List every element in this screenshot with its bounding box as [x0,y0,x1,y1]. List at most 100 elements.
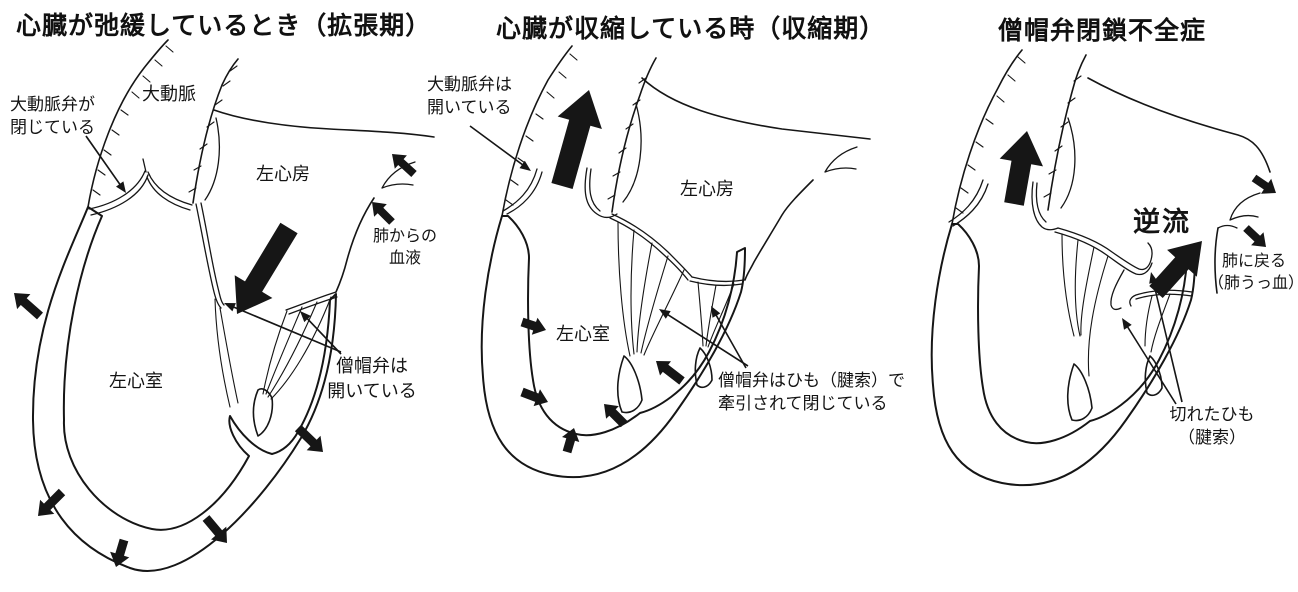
chordae-tendineae [618,222,684,356]
label-back-to-lungs: 肺に戻る （肺うっ血） [1208,253,1298,293]
atrium-right-boundary [745,180,813,280]
pointer-arrow [469,125,531,171]
pointer-arrow [85,135,126,193]
aorta [88,40,238,207]
prolapsed-anterior-leaflet [1055,228,1152,275]
ventricle-wall-shape [482,216,745,477]
mitral-valve-open [196,203,337,407]
aortic-valve-closed [89,159,192,215]
chordae-tendineae [1145,294,1170,352]
anterior-leaflet [610,214,692,280]
ejection-arrow [551,90,602,189]
expansion-arrow [294,424,323,452]
pulmonary-vein-curves [1230,193,1260,220]
label-aortic-valve-open: 大動脈弁は 開いている [427,75,512,118]
mitral-valve-closed [610,214,744,356]
label-left-atrium: 左心房 [680,179,734,199]
label-left-ventricle: 左心室 [556,324,610,344]
atrial-appendage-curve [623,104,641,202]
label-aortic-valve-closed: 大動脈弁が 閉じている [10,95,95,138]
from-lung-arrow [372,202,395,225]
ejection-arrow [999,131,1043,206]
contraction-arrow [520,317,546,335]
atrium-right-boundary [1215,228,1218,293]
pointer-arrow [1122,318,1177,405]
regurgitation-arrow [1149,241,1202,298]
blood-flow-arrows [520,90,685,454]
aorta-walls [88,40,238,207]
aorta-walls [952,50,1086,224]
ventricle-muscle-wall [482,216,745,477]
atrium-right-boundary [336,198,374,292]
panel-title-diastole: 心臓が弛緩しているとき（拡張期） [16,12,432,40]
left-atrium-outline [1088,78,1270,293]
atrial-appendage-curve [1061,118,1075,208]
anterior-leaflet [196,203,224,308]
aortic-valve-right-flap [585,168,617,217]
to-lung-arrow [1243,225,1266,247]
label-mitral-valve-closed: 僧帽弁はひも（腱索）で 牽引されて閉じている [718,371,905,414]
chordae-tendineae [1062,234,1108,376]
expansion-arrow [38,488,66,516]
contraction-arrow [520,387,548,407]
pointer-arrow [659,309,749,367]
aortic-valve-left-flap [503,169,542,214]
atrial-appendage-curve [205,118,219,200]
aorta-hatching [506,54,646,205]
aorta-hatching [956,57,1081,213]
posterior-leaflet [690,277,744,285]
pointer-arrow [224,303,342,353]
aortic-valve-open [503,168,617,217]
pointer-arrow [711,306,747,369]
aortic-valve-left-flap [949,180,988,226]
expansion-arrow [202,515,227,543]
aortic-valve-cusps [89,159,192,215]
atrium-roof-line [642,78,870,139]
papillary-muscle [1145,356,1162,395]
label-mitral-valve-open: 僧帽弁は 開いている [327,356,417,401]
aorta-hatching [93,46,237,195]
contraction-arrow [604,404,628,428]
aortic-valve-open [949,180,1058,230]
panel-title-mitral-insufficiency: 僧帽弁閉鎖不全症 [998,17,1207,45]
anterior-chordae [215,299,238,407]
label-regurgitation: 逆流 [1133,207,1191,237]
label-left-ventricle: 左心室 [109,371,163,391]
ventricle-wall-shape [33,207,336,571]
label-pointer-arrows [85,135,342,355]
label-blood-from-lungs: 肺からの 血液 [372,228,437,268]
expansion-arrow [14,293,43,320]
pointer-arrow [300,311,342,355]
mitral-insufficiency-heart-drawing [880,0,1276,592]
pulmonary-vein-curves [825,147,857,172]
atrium-roof-line [214,110,434,137]
papillary-muscle [618,356,642,413]
blood-flow-arrows [999,131,1276,298]
posterior-leaflet [286,292,337,314]
papillary-muscle [254,389,273,436]
aorta [502,46,656,216]
panel-title-systole: 心臓が収縮している時（収縮期） [496,15,886,43]
ventricle-wall-shape [932,224,1195,485]
broken-chorda-curl [1111,270,1124,309]
left-atrium-outline [642,78,870,280]
aorta [952,50,1086,224]
inflow-arrow [234,222,298,314]
aortic-valve-right-flap [1032,182,1058,230]
contraction-arrow [656,361,685,385]
to-lung-arrow [1251,174,1276,194]
from-lung-arrow [392,154,417,177]
label-pointer-arrows [1122,272,1183,405]
ventricle-muscle-wall [932,224,1195,485]
label-broken-chordae: 切れたひも （腱索） [1169,405,1255,448]
aorta-walls [502,46,656,216]
systole-heart-drawing [469,0,880,592]
label-left-atrium: 左心房 [256,164,310,184]
ventricle-muscle-wall [33,207,336,571]
blood-flow-arrows [14,154,417,567]
atrium-roof-line [1088,78,1270,172]
posterior-chordae [263,297,331,399]
diastole-heart-drawing [14,0,440,592]
papillary-muscle [695,348,712,387]
